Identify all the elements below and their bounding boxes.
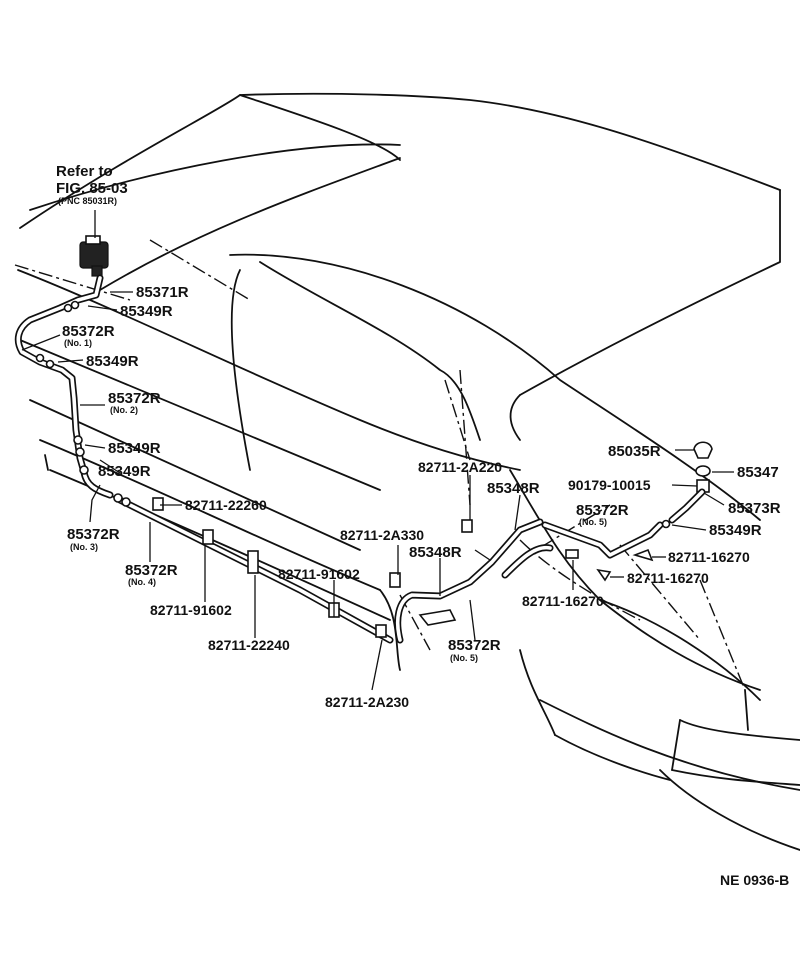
reference-line-3: (PNC 85031R) (58, 196, 117, 206)
label-85349R-a: 85349R (120, 303, 173, 320)
label-90179-10015: 90179-10015 (568, 477, 651, 493)
label-85035R: 85035R (608, 443, 661, 460)
label-no1: (No. 1) (64, 338, 92, 348)
label-85371R: 85371R (136, 284, 189, 301)
label-82711-16270-b: 82711-16270 (668, 549, 750, 565)
label-no5b: (No. 5) (579, 517, 607, 527)
label-82711-2A230: 82711-2A230 (325, 694, 409, 710)
label-no2: (No. 2) (110, 405, 138, 415)
label-85349R-d: 85349R (98, 463, 151, 480)
label-85348R-a: 85348R (409, 544, 462, 561)
label-82711-91602-a: 82711-91602 (150, 602, 232, 618)
center-hose-assembly (394, 518, 664, 644)
label-85372R-no1: 85372R (62, 323, 115, 340)
label-82711-22260: 82711-22260 (185, 497, 267, 513)
label-85349R-e: 85349R (709, 522, 762, 539)
washer-pump-icon (79, 235, 109, 277)
label-no4: (No. 4) (128, 577, 156, 587)
label-82711-22240: 82711-22240 (208, 637, 290, 653)
label-85349R-c: 85349R (108, 440, 161, 457)
label-82711-16270-c: 82711-16270 (627, 570, 709, 586)
label-85372R-no5a: 85372R (448, 637, 501, 654)
label-85348R-b: 85348R (487, 480, 540, 497)
washer-nozzle-icon (661, 441, 713, 529)
reference-line-2: FIG. 85-03 (56, 180, 128, 197)
label-85372R-no3: 85372R (67, 526, 120, 543)
diagram-code: NE 0936-B (720, 872, 789, 888)
label-no3: (No. 3) (70, 542, 98, 552)
label-85349R-b: 85349R (86, 353, 139, 370)
label-82711-16270-a: 82711-16270 (522, 593, 604, 609)
label-85372R-no2: 85372R (108, 390, 161, 407)
label-82711-2A220: 82711-2A220 (418, 459, 502, 475)
label-82711-2A330: 82711-2A330 (340, 527, 424, 543)
label-85372R-no4: 85372R (125, 562, 178, 579)
label-no5a: (No. 5) (450, 653, 478, 663)
label-82711-91602-b: 82711-91602 (278, 566, 360, 582)
leader-lines (21, 210, 734, 691)
label-85372R-no5b: 85372R (576, 502, 629, 519)
label-85373R: 85373R (728, 500, 781, 517)
reference-line-1: Refer to (56, 163, 113, 180)
label-85347: 85347 (737, 464, 779, 481)
